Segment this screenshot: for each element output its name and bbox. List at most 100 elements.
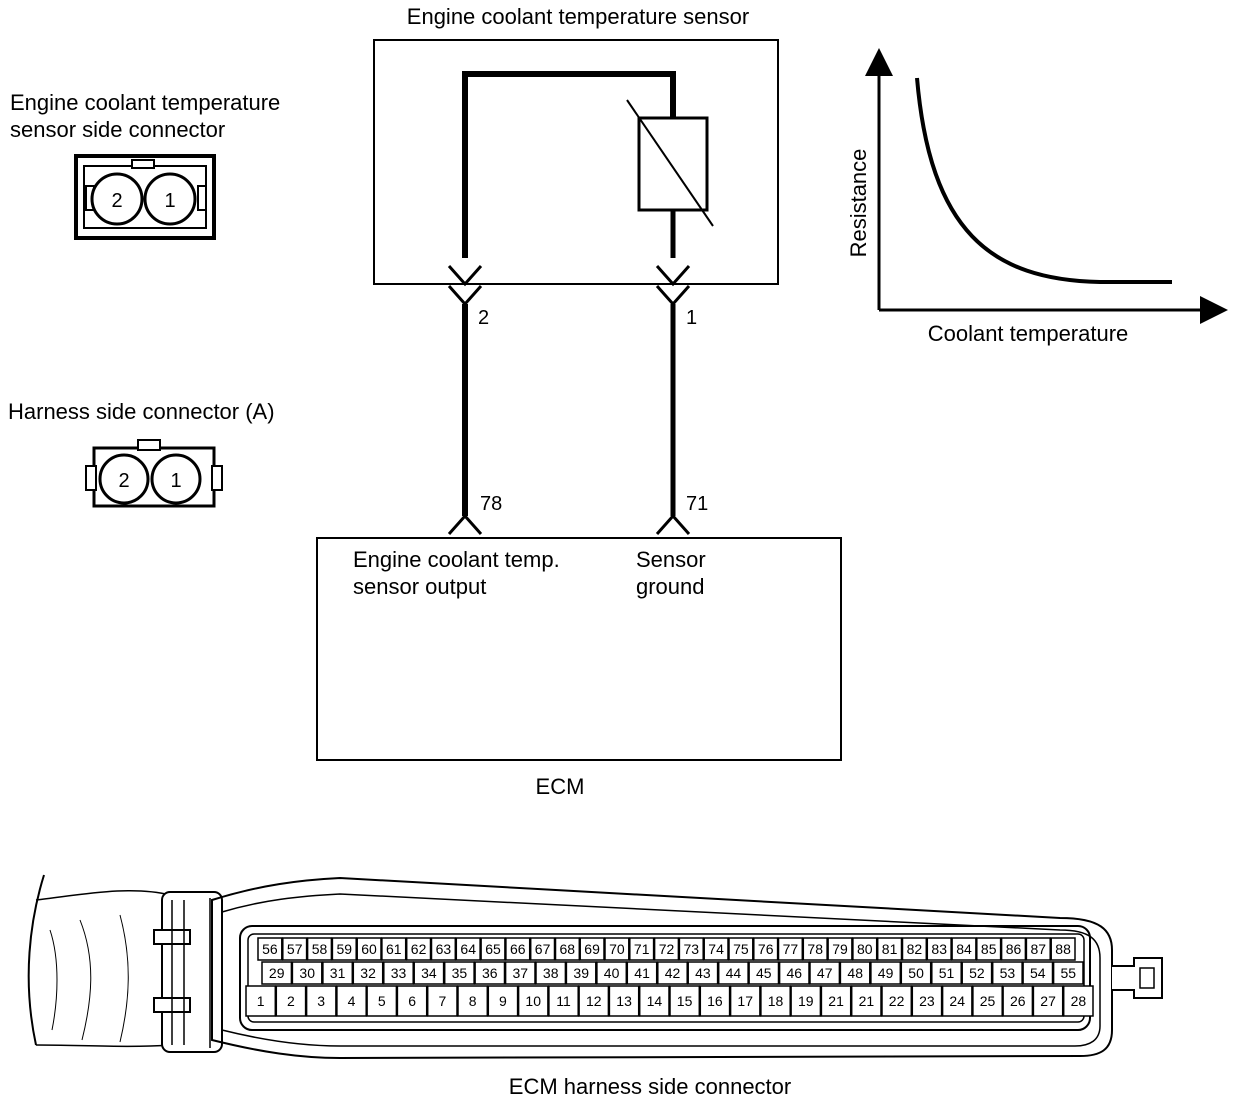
ecm-pin-cell — [381, 937, 407, 961]
ecm-pin-cell — [1062, 985, 1094, 1017]
ecm-pin-cell — [608, 985, 640, 1017]
ecm-pin-cell — [972, 985, 1003, 1017]
ecm-pin-cell — [457, 985, 489, 1017]
ecm-pin-cell — [728, 937, 754, 961]
ecm-output-label-line1: Engine coolant temp. — [353, 547, 560, 572]
ecm-pin-number: 55 — [1061, 965, 1077, 981]
ecm-pin-number: 84 — [956, 941, 972, 957]
ecm-pin-cell — [366, 985, 398, 1017]
resistance-curve — [915, 77, 1172, 284]
ecm-pin-number: 8 — [469, 993, 477, 1009]
ecm-pin-cell — [517, 985, 549, 1017]
sensor-box — [373, 39, 779, 285]
ecm-pin-cell — [911, 985, 943, 1017]
harness-connector-label: Harness side connector (A) — [8, 399, 275, 424]
ecm-pin-cell — [275, 985, 307, 1017]
ecm-pin-number: 69 — [584, 941, 600, 957]
ecm-pin-number: 4 — [348, 993, 356, 1009]
ecm-pin-number: 3 — [317, 993, 325, 1009]
ecm-pin-number: 35 — [452, 965, 468, 981]
ecm-pin-number: 79 — [832, 941, 848, 957]
ecm-pin-number: 40 — [604, 965, 620, 981]
ecm-pin-cell — [596, 961, 628, 985]
ecm-pin-number: 60 — [361, 941, 377, 957]
ecm-pin-number: 77 — [783, 941, 799, 957]
ecm-pin-number: 61 — [386, 941, 402, 957]
ecm-pin-number: 29 — [269, 965, 285, 981]
ecm-pin-number: 71 — [634, 941, 650, 957]
ecm-pin-number: 43 — [695, 965, 711, 981]
ecm-pin-number: 74 — [708, 941, 724, 957]
arrow-right-icon — [1200, 296, 1228, 324]
ecm-pin-cell — [941, 985, 973, 1017]
ecm-pin-number: 67 — [535, 941, 551, 957]
ecm-pin-number: 32 — [360, 965, 376, 981]
ecm-pin-number: 66 — [510, 941, 526, 957]
ecm-pin-number: 51 — [939, 965, 955, 981]
ecm-pin-cell — [535, 961, 567, 985]
ecm-pin-number: 68 — [560, 941, 576, 957]
resistance-graph: Resistance Coolant temperature — [846, 48, 1228, 346]
ecm-pin-number: 25 — [980, 993, 996, 1009]
ecm-pin-cell — [626, 961, 658, 985]
sensor-internal-wire-left — [462, 71, 676, 258]
chevron-up-icon — [655, 513, 691, 535]
ecm-pin-number: 27 — [1040, 993, 1056, 1009]
ecm-pin-number: 26 — [1010, 993, 1026, 1009]
ecm-pin-number: 57 — [287, 941, 303, 957]
ecm-pin-cell — [729, 985, 761, 1017]
ecm-pin-cell — [653, 937, 680, 961]
ecm-pin-cell — [352, 961, 384, 985]
ecm-pin-cell — [931, 961, 962, 985]
ecm-pin-number: 72 — [659, 941, 675, 957]
ecm-pin-cell — [504, 961, 536, 985]
sensor-title: Engine coolant temperature sensor — [407, 4, 749, 29]
ecm-pin-number: 52 — [969, 965, 985, 981]
ecm-pin-cell — [802, 937, 828, 961]
chevron-down-icon — [447, 285, 483, 307]
ecm-pin-cell — [760, 985, 791, 1017]
ecm-pin-number: 56 — [262, 941, 278, 957]
ecm-pin-number: 37 — [513, 965, 529, 981]
ecm-pin-number: 53 — [1000, 965, 1016, 981]
ecm-pin-cell — [1000, 937, 1027, 961]
ecm-pin-number: 62 — [411, 941, 427, 957]
ecm-pin-cell — [748, 961, 780, 985]
ecm-pin-cell — [356, 937, 382, 961]
ecm-pin-cell — [1002, 985, 1034, 1017]
ecm-pin-number: 86 — [1006, 941, 1022, 957]
harness-side-connector: 2 1 — [85, 439, 223, 508]
ecm-pin-cell — [657, 961, 688, 985]
ecm-pin-number: 34 — [421, 965, 437, 981]
ecm-pin-cell — [396, 985, 428, 1017]
ecm-pin-number: 10 — [525, 993, 541, 1009]
sensor-side-connector: 2 1 — [74, 154, 216, 240]
ecm-pin-number: 28 — [1071, 993, 1087, 1009]
ecm-pin-number: 5 — [378, 993, 386, 1009]
sensor-pin-label: 1 — [686, 307, 697, 329]
ecm-connector-label: ECM harness side connector — [509, 1074, 791, 1099]
ecm-pin-cell — [777, 937, 804, 961]
ecm-pin-cell — [413, 961, 445, 985]
chevron-down-icon — [655, 285, 691, 307]
ecm-pin-number: 65 — [485, 941, 501, 957]
ecm-pin-number: 16 — [707, 993, 723, 1009]
ecm-pin-cell — [687, 961, 719, 985]
harness-connector-pin: 2 — [118, 470, 129, 492]
sensor-connector-label-line2: sensor side connector — [10, 117, 225, 142]
ecm-pin-cell — [1050, 937, 1076, 961]
ecm-pin-number: 36 — [482, 965, 498, 981]
ecm-pin-cell — [282, 937, 308, 961]
ecm-pin-cell — [480, 937, 506, 961]
ecm-pin-cell — [809, 961, 841, 985]
ecm-pin-number: 15 — [677, 993, 693, 1009]
ecm-pin-cell — [703, 937, 729, 961]
ecm-pin-cell — [257, 937, 283, 961]
ecm-pin-number: 13 — [616, 993, 632, 1009]
chevron-down-icon — [447, 265, 483, 287]
ecm-pin-number: 70 — [609, 941, 625, 957]
ecm-pin-number: 54 — [1030, 965, 1046, 981]
ecm-pin-number: 23 — [919, 993, 935, 1009]
ecm-pin-number: 47 — [817, 965, 833, 981]
ecm-pin-number: 19 — [798, 993, 814, 1009]
